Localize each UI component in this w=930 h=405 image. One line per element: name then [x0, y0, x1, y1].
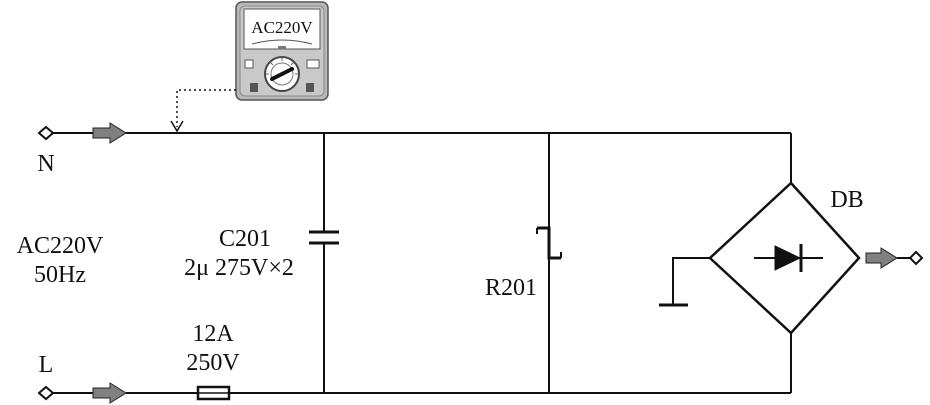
- fuse-current-rating: 12A: [192, 321, 234, 347]
- neutral-label: N: [37, 151, 54, 177]
- line-label: L: [39, 352, 54, 378]
- source-voltage-label: AC220V: [17, 233, 104, 259]
- output-terminal: [865, 247, 924, 269]
- capacitor-name: C201: [219, 226, 271, 252]
- capacitor-spec: 2μ 275V×2: [184, 255, 294, 281]
- output-arrow-icon: [865, 247, 898, 269]
- input-arrow-icon: [92, 382, 127, 404]
- probe-arrow-icon: [170, 120, 184, 133]
- capacitor-symbol: [309, 133, 339, 393]
- varistor-name: R201: [485, 275, 537, 301]
- fuse-symbol: [196, 385, 231, 401]
- varistor-symbol: [536, 133, 562, 393]
- neutral-terminal: [37, 122, 127, 144]
- probe-lead: [176, 89, 236, 127]
- source-frequency-label: 50Hz: [34, 262, 86, 288]
- line-terminal: [37, 382, 127, 404]
- bridge-rectifier-symbol: [708, 133, 861, 393]
- fuse-voltage-rating: 250V: [186, 350, 240, 376]
- meter-display-label: AC220V: [251, 18, 313, 37]
- input-arrow-icon: [92, 122, 127, 144]
- ground-symbol: [659, 257, 710, 307]
- multimeter-icon: AC220V: [235, 1, 329, 101]
- bridge-name: DB: [830, 187, 863, 213]
